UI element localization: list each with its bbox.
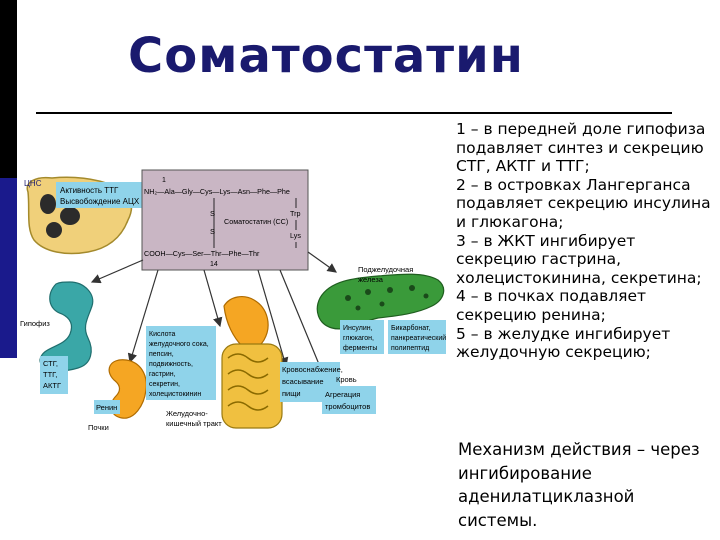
- blood-box-line1: Агрегация: [325, 390, 360, 399]
- pancreas-info-box-hormones: [340, 320, 384, 354]
- arrow-to-pituitary: [90, 259, 144, 284]
- left-accent-bar-black: [0, 0, 17, 178]
- pancreas-info-box-secretion: [388, 320, 446, 354]
- effect-item-1: 1 – в передней доле гипофиза подавляет с…: [456, 120, 706, 176]
- gi-tract-box-line3: пищи: [282, 389, 301, 398]
- stomach-box-line-1: Кислота: [149, 331, 176, 338]
- pancreas-box2-line-2: панкреатический: [391, 334, 446, 342]
- somatostatin-structure-box: [141, 169, 309, 271]
- arrow-to-gi-tract: [257, 269, 289, 368]
- kidney-info-box: [94, 400, 120, 414]
- pituitary-organ: [39, 281, 94, 372]
- pituitary-box-line2: ТТГ,: [43, 370, 57, 379]
- pituitary-box-line3: АКТГ: [43, 381, 61, 390]
- pancreas-box1-line-1: Инсулин,: [343, 325, 373, 332]
- pancreas-box1-line-3: ферменты: [343, 345, 377, 352]
- effect-item-4: 4 – в почках подавляет секрецию ренина;: [456, 287, 647, 324]
- mechanism-of-action: Механизм действия – через ингибирование …: [458, 440, 700, 530]
- blood-info-box: [322, 386, 376, 414]
- structure-trp: Trp: [290, 209, 301, 218]
- blood-label: Кровь: [336, 375, 357, 384]
- gi-tract-label-line2: кишечный тракт: [166, 419, 222, 428]
- effect-item-3: 3 – в ЖКТ ингибирует секрецию гастрина, …: [456, 231, 702, 287]
- blood-box-line2: тромбоцитов: [325, 402, 370, 411]
- pituitary-label: Гипофиз: [20, 319, 50, 328]
- kidney-box: Ренин: [96, 403, 117, 412]
- somatostatin-diagram: ЦНС Активность ТТГ Высвобождение АЦХ 1 N…: [20, 169, 446, 432]
- arrow-to-pancreas: [307, 251, 337, 273]
- effect-item-2: 2 – в островках Лангерганса подавляет се…: [456, 175, 711, 231]
- structure-num-14: 14: [210, 261, 218, 268]
- pancreas-box1-line-2: глюкагон,: [343, 335, 374, 342]
- title-divider: [36, 112, 672, 114]
- pancreas-label-line1: Поджелудочная: [358, 265, 413, 274]
- gi-tract-box-line2: всасывание: [282, 377, 324, 386]
- stomach-box-line-6: секретин,: [149, 381, 180, 388]
- structure-lys: Lys: [290, 231, 301, 240]
- cns-info-box: [56, 182, 144, 208]
- stomach-info-box: [146, 326, 216, 400]
- cns-label: ЦНС: [24, 179, 42, 188]
- cns-box-line1: Активность ТТГ: [60, 186, 119, 195]
- structure-num-1: 1: [162, 177, 166, 184]
- cns-box-line2: Высвобождение АЦХ: [60, 197, 140, 206]
- stomach-box-line-5: гастрин,: [149, 371, 176, 378]
- left-accent-bar-blue: [0, 178, 17, 358]
- stomach-box-line-2: желудочного сока,: [149, 341, 209, 348]
- structure-bottom-row: COOH—Cys—Ser—Thr—Phe—Thr: [144, 249, 260, 258]
- stomach-box-line-4: подвижность,: [149, 361, 193, 368]
- pancreas-label-line2: железа: [358, 275, 384, 284]
- structure-name: Соматостатин (СС): [224, 217, 288, 226]
- gi-tract-organ: [221, 296, 283, 429]
- kidney-label: Почки: [88, 423, 109, 432]
- gi-tract-box-line1: Кровоснабжение,: [282, 365, 343, 374]
- slide-title: Соматостатин: [128, 28, 524, 84]
- arrow-to-kidney: [127, 269, 159, 364]
- structure-top-row: NH₂—Ala—Gly—Cys—Lys—Asn—Phe—Phe: [144, 187, 290, 196]
- effects-list: 1 – в передней доле гипофиза подавляет с…: [456, 120, 718, 362]
- stomach-box-text: Кислота желудочного сока, пепсин, подвижнос…: [149, 331, 209, 398]
- gi-tract-label-line1: Желудочно-: [166, 409, 208, 418]
- pancreas-organ: [316, 273, 445, 330]
- arrow-to-stomach: [203, 269, 223, 328]
- stomach-box-line-3: пепсин,: [149, 351, 174, 358]
- pancreas-box2-text: Бикарбонат, панкреатический полипептид: [391, 324, 446, 352]
- effect-item-5: 5 – в желудке ингибирует желудочную секр…: [456, 324, 671, 362]
- pituitary-info-box: [40, 356, 68, 394]
- pituitary-box-line1: СТГ,: [43, 359, 58, 368]
- pancreas-box2-line-1: Бикарбонат,: [391, 324, 430, 332]
- structure-s2: S: [210, 227, 215, 236]
- pancreas-box1-text: Инсулин, глюкагон, ферменты: [343, 325, 377, 352]
- structure-s1: S: [210, 209, 215, 218]
- pancreas-box2-line-3: полипептид: [391, 345, 429, 352]
- stomach-box-line-7: холецистокинин: [149, 391, 201, 398]
